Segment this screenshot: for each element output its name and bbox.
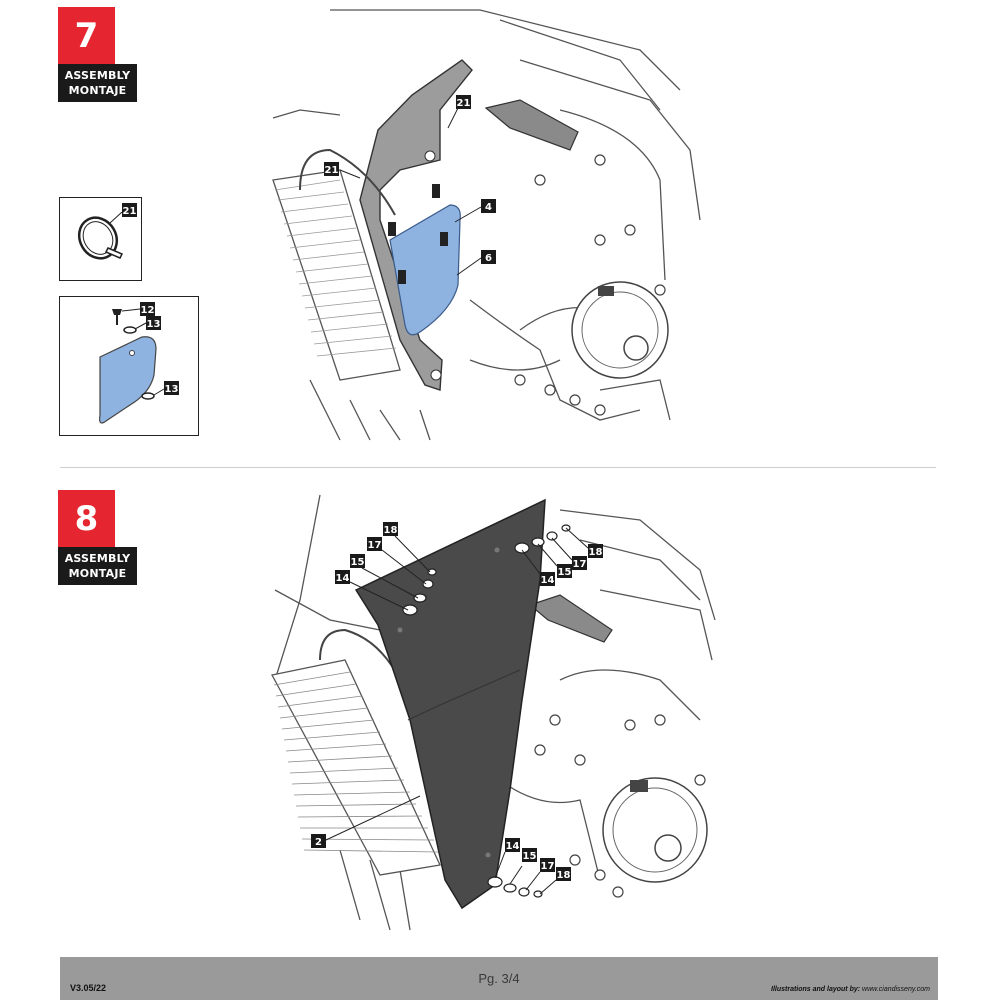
step-7-label: ASSEMBLY MONTAJE bbox=[58, 64, 137, 102]
step-7-callouts: 21 21 4 6 bbox=[324, 95, 496, 276]
panel-fasteners-8 bbox=[402, 524, 571, 898]
credit-label: Illustrations and layout by: bbox=[771, 986, 861, 993]
page-number: Pg. 3/4 bbox=[478, 971, 520, 986]
callout-13-bottom: 13 bbox=[165, 384, 179, 395]
clamp-illustration: 21 bbox=[77, 203, 137, 260]
step-8-label-en: ASSEMBLY bbox=[64, 552, 131, 565]
callout-2: 2 bbox=[315, 837, 322, 848]
page-footer: V3.05/22 Pg. 3/4 Illustrations and layou… bbox=[60, 957, 938, 1000]
step-8-label-es: MONTAJE bbox=[68, 567, 127, 580]
step-8-label: ASSEMBLY MONTAJE bbox=[58, 547, 137, 585]
step-7-label-en: ASSEMBLY bbox=[64, 69, 131, 82]
section-divider bbox=[60, 467, 936, 468]
step-7-label-es: MONTAJE bbox=[68, 84, 127, 97]
motorcycle-linework-7 bbox=[272, 9, 701, 441]
engine-bolts-8 bbox=[534, 714, 706, 898]
step-8-number: 8 bbox=[58, 490, 115, 548]
motorcycle-linework-8 bbox=[274, 494, 716, 931]
step-7-drawing: 21 21 4 6 bbox=[272, 9, 701, 441]
callout-17-right: 17 bbox=[573, 559, 587, 570]
engine-cover-7 bbox=[571, 281, 669, 379]
callout-14-right: 14 bbox=[541, 575, 555, 586]
callout-13-top: 13 bbox=[147, 319, 161, 330]
callout-15-bottom: 15 bbox=[523, 851, 537, 862]
step-8-drawing: 18 17 15 14 18 17 15 14 2 14 15 17 bbox=[271, 494, 716, 931]
engine-bolts-7 bbox=[514, 154, 666, 416]
callout-6: 6 bbox=[485, 253, 492, 264]
plate-screws-7 bbox=[388, 184, 448, 284]
version-label: V3.05/22 bbox=[70, 983, 107, 993]
radiator-8 bbox=[271, 659, 441, 876]
callout-18-bottom: 18 bbox=[557, 870, 571, 881]
callout-18-left: 18 bbox=[384, 525, 398, 536]
detail-plate-box: 12 13 13 bbox=[59, 296, 199, 436]
callout-18-right: 18 bbox=[589, 547, 603, 558]
detail-clamp-box: 21 bbox=[59, 197, 142, 281]
callout-21-left: 21 bbox=[325, 165, 339, 176]
step-7-number: 7 bbox=[58, 7, 115, 65]
callout-17-bottom: 17 bbox=[541, 861, 555, 872]
callout-14-left: 14 bbox=[336, 573, 350, 584]
step-8-callouts: 18 17 15 14 18 17 15 14 2 14 15 17 bbox=[311, 522, 603, 895]
callout-17-left: 17 bbox=[368, 540, 382, 551]
callout-15-right: 15 bbox=[558, 567, 572, 578]
callout-4: 4 bbox=[485, 202, 492, 213]
engine-cover-8 bbox=[602, 777, 708, 883]
exhaust-cap-8 bbox=[528, 594, 613, 643]
credit-line: Illustrations and layout by: www.ciandis… bbox=[771, 986, 930, 993]
exhaust-cap-7 bbox=[484, 99, 579, 151]
plate-illustration: 12 13 13 bbox=[99, 302, 179, 424]
credit-url: www.ciandisseny.com bbox=[862, 986, 930, 993]
callout-12: 12 bbox=[141, 305, 155, 316]
callout-21-top: 21 bbox=[457, 98, 471, 109]
support-bracket bbox=[359, 59, 473, 391]
callout-21-detail: 21 bbox=[123, 206, 137, 217]
radiator-7 bbox=[272, 169, 401, 381]
callout-14-bottom: 14 bbox=[506, 841, 520, 852]
callout-15-left: 15 bbox=[351, 557, 365, 568]
